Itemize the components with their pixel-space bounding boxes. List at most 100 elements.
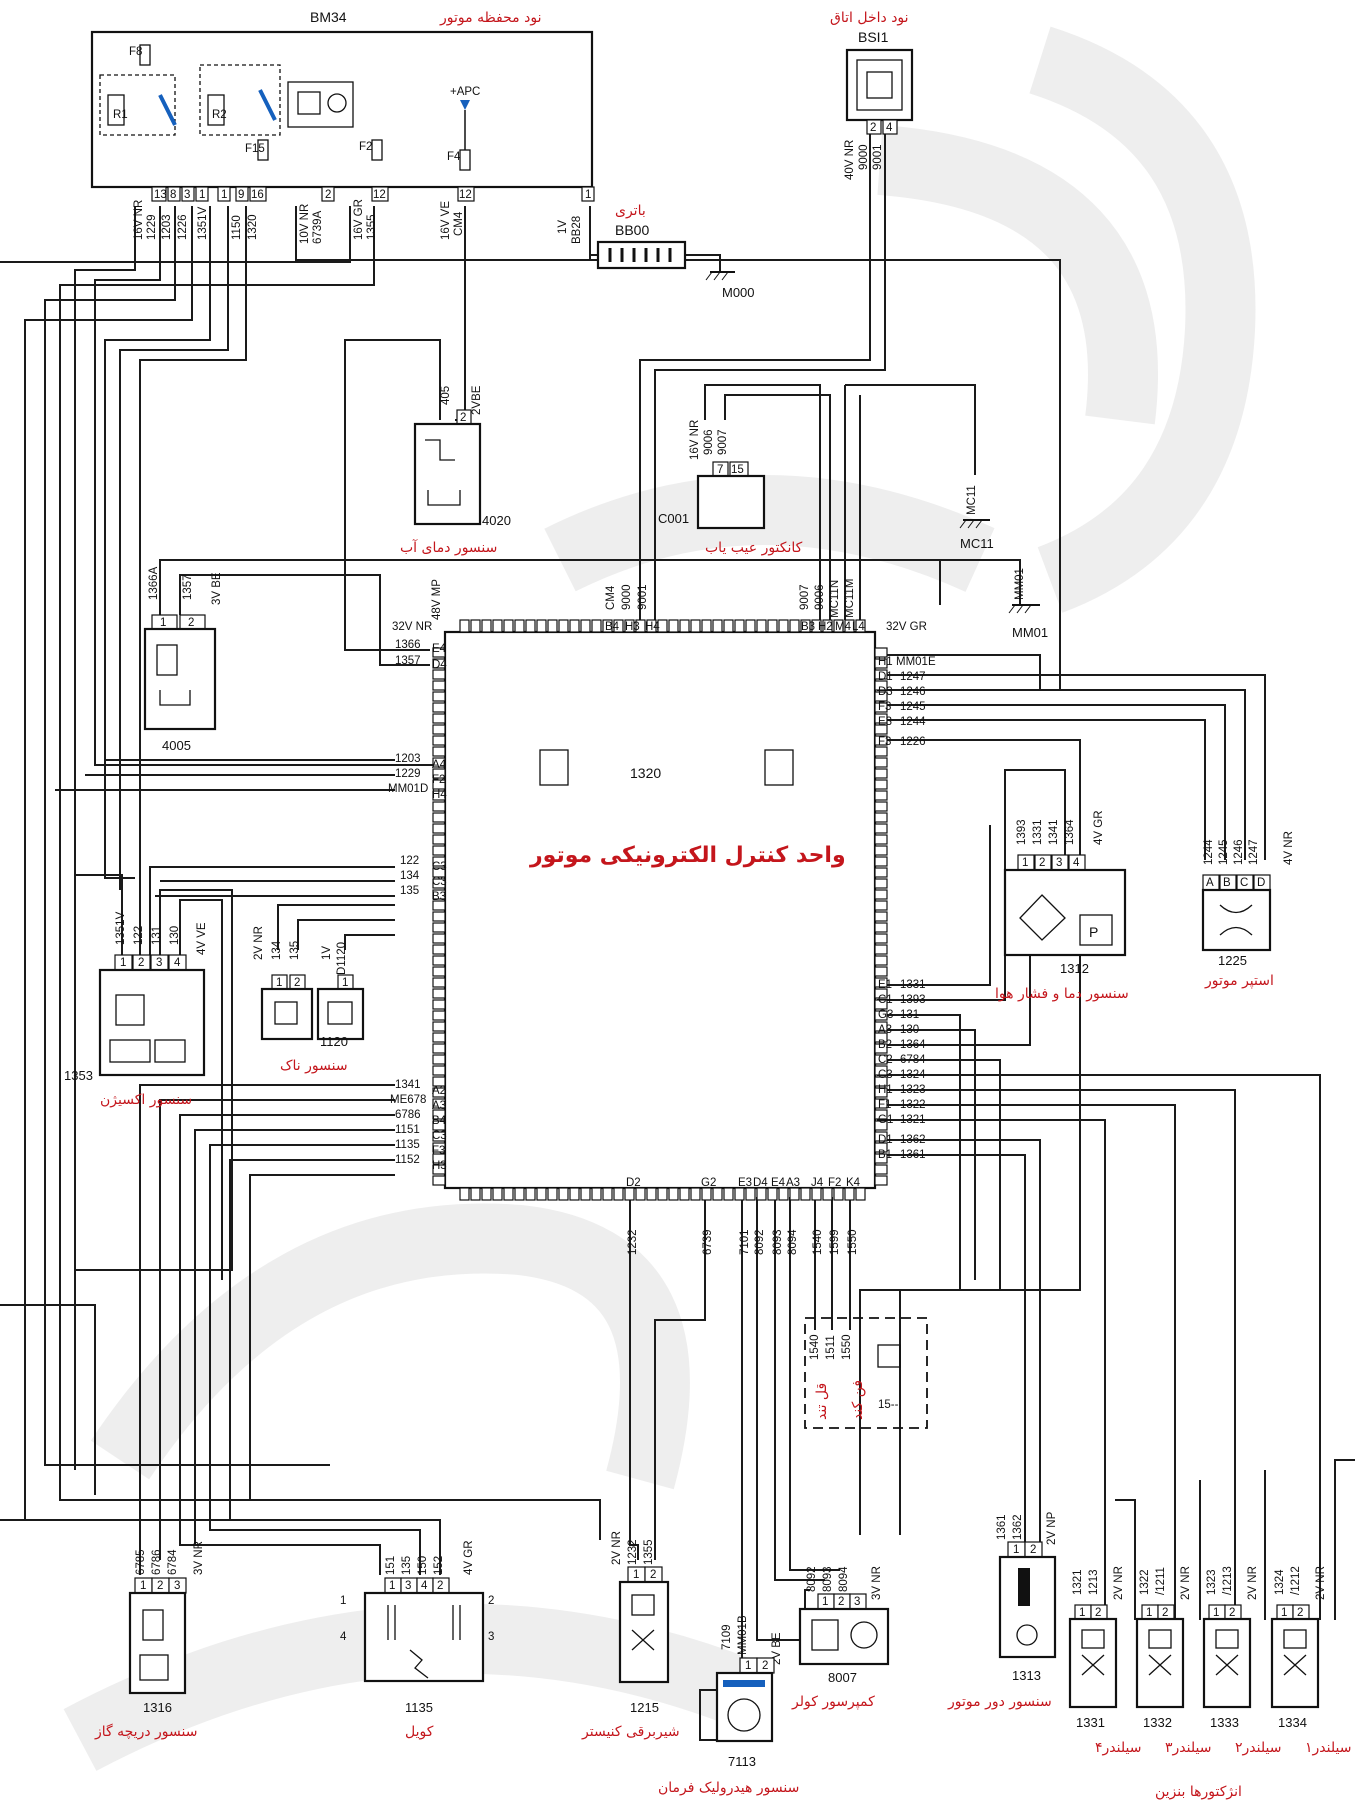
svg-text:CM4: CM4	[453, 211, 465, 236]
steering-title: سنسور هیدرولیک فرمان	[658, 1780, 799, 1796]
bm34-pins: 13 8 3 1 1 9 16 2 12 12 1	[151, 186, 595, 202]
svg-text:1331: 1331	[1076, 1715, 1105, 1730]
svg-text:2: 2	[488, 1595, 494, 1607]
svg-text:135: 135	[401, 1556, 413, 1575]
fuse-f15: F15	[245, 143, 265, 155]
svg-text:D1120: D1120	[336, 942, 348, 975]
svg-text:MM01B: MM01B	[737, 1615, 749, 1655]
svg-text:1: 1	[1013, 1544, 1019, 1556]
svg-text:3V NR: 3V NR	[193, 1541, 205, 1575]
svg-text:A3: A3	[786, 1177, 800, 1189]
svg-text:134: 134	[271, 940, 283, 960]
svg-text:1: 1	[633, 1569, 639, 1581]
rpm-sensor: 1361 1362 2V NP 1 2 1313 سنسور دور موتور	[947, 1511, 1058, 1710]
svg-text:7101: 7101	[739, 1229, 751, 1255]
svg-text:F2: F2	[432, 774, 445, 786]
svg-text:1232: 1232	[627, 1229, 639, 1255]
svg-text:1: 1	[120, 957, 126, 969]
svg-text:2: 2	[1095, 1607, 1101, 1619]
svg-text:3V NR: 3V NR	[871, 1566, 883, 1600]
battery-id: BB00	[615, 222, 649, 238]
svg-text:1331: 1331	[900, 979, 926, 991]
svg-text:2: 2	[138, 957, 144, 969]
svg-text:6786: 6786	[151, 1549, 163, 1575]
bsi-module: نود داخل اتاق BSI1 2 4 40V NR 9000 9001	[830, 10, 914, 180]
svg-text:40V NR: 40V NR	[844, 140, 856, 180]
svg-text:A3: A3	[432, 1100, 446, 1112]
relay-r2: R2	[212, 109, 227, 121]
svg-text:1540: 1540	[812, 1229, 824, 1255]
svg-text:10V NR: 10V NR	[299, 204, 311, 244]
oxygen-title: سنسور اکسیژن	[100, 1092, 192, 1108]
svg-text:16: 16	[251, 189, 264, 201]
svg-text:F3: F3	[432, 1145, 445, 1157]
svg-text:8093: 8093	[772, 1229, 784, 1255]
svg-text:2: 2	[1229, 1607, 1235, 1619]
diag-id: C001	[658, 511, 689, 526]
svg-text:MM01: MM01	[1012, 625, 1048, 640]
svg-text:1229: 1229	[146, 214, 158, 240]
ground-mc11: MC11 MC11	[959, 485, 994, 551]
canister-id: 1215	[630, 1700, 659, 1715]
svg-text:C3: C3	[878, 1069, 893, 1081]
svg-text:8094: 8094	[787, 1229, 799, 1255]
stepper-motor: 1244 1245 1246 1247 4V NR A B C D 1225 ا…	[1201, 831, 1295, 989]
svg-text:1151: 1151	[395, 1124, 420, 1136]
svg-text:1: 1	[199, 189, 205, 201]
svg-text:6739A: 6739A	[312, 210, 324, 244]
svg-text:2V BE: 2V BE	[771, 1632, 783, 1665]
svg-text:E3: E3	[878, 716, 892, 728]
svg-text:D: D	[1257, 877, 1265, 889]
svg-text:E1: E1	[878, 979, 892, 991]
ecu-id: 1320	[630, 765, 661, 781]
svg-text:1135: 1135	[395, 1139, 420, 1151]
svg-text:E3: E3	[738, 1177, 752, 1189]
svg-text:7: 7	[717, 464, 723, 476]
svg-text:1511: 1511	[825, 1335, 837, 1360]
svg-text:MC11N: MC11N	[829, 580, 841, 618]
svg-text:131: 131	[900, 1009, 919, 1021]
svg-text:3: 3	[854, 1596, 860, 1608]
svg-text:2: 2	[870, 122, 876, 134]
svg-text:1366A: 1366A	[148, 566, 160, 600]
svg-text:1540: 1540	[809, 1334, 821, 1360]
svg-text:D4: D4	[753, 1177, 768, 1189]
svg-text:3: 3	[174, 1580, 180, 1592]
svg-text:1245: 1245	[900, 701, 926, 713]
svg-text:1: 1	[745, 1660, 751, 1672]
svg-text:/1213: /1213	[1222, 1566, 1234, 1595]
fuse-f2: F2	[359, 141, 372, 153]
svg-text:سیلندر۱: سیلندر۱	[1305, 1740, 1351, 1756]
svg-text:4: 4	[886, 122, 893, 134]
svg-text:C: C	[1240, 877, 1248, 889]
rpm-title: سنسور دور موتور	[947, 1694, 1052, 1710]
fuse-f4: F4	[447, 151, 461, 163]
svg-text:1V: 1V	[321, 946, 333, 960]
svg-text:1: 1	[1213, 1607, 1219, 1619]
ac-id: 8007	[828, 1670, 857, 1685]
svg-text:فن کند: فن کند	[850, 1380, 866, 1420]
svg-text:131: 131	[151, 926, 163, 945]
throttle-id: 1316	[143, 1700, 172, 1715]
svg-text:2: 2	[460, 412, 466, 424]
svg-text:H4: H4	[432, 789, 447, 801]
svg-text:1357: 1357	[395, 655, 421, 667]
coolant-sensor: 405 2VBE 2 4020 سنسور دمای آب	[400, 385, 511, 556]
svg-text:1334: 1334	[1278, 1715, 1307, 1730]
apc-label: +APC	[450, 86, 480, 98]
svg-text:150: 150	[417, 1556, 429, 1575]
map-sensor: 1393 1331 1341 1364 4V GR 1 2 3 4 P 1312…	[995, 810, 1129, 1002]
svg-text:2: 2	[188, 617, 194, 629]
ground-icon	[705, 271, 735, 281]
svg-text:2: 2	[762, 1660, 768, 1672]
svg-text:1550: 1550	[841, 1334, 853, 1360]
svg-text:2: 2	[294, 977, 300, 989]
svg-text:4V GR: 4V GR	[1093, 810, 1105, 845]
svg-text:2V NR: 2V NR	[1113, 1566, 1125, 1600]
svg-text:4: 4	[340, 1631, 347, 1643]
svg-text:8094: 8094	[838, 1566, 850, 1592]
